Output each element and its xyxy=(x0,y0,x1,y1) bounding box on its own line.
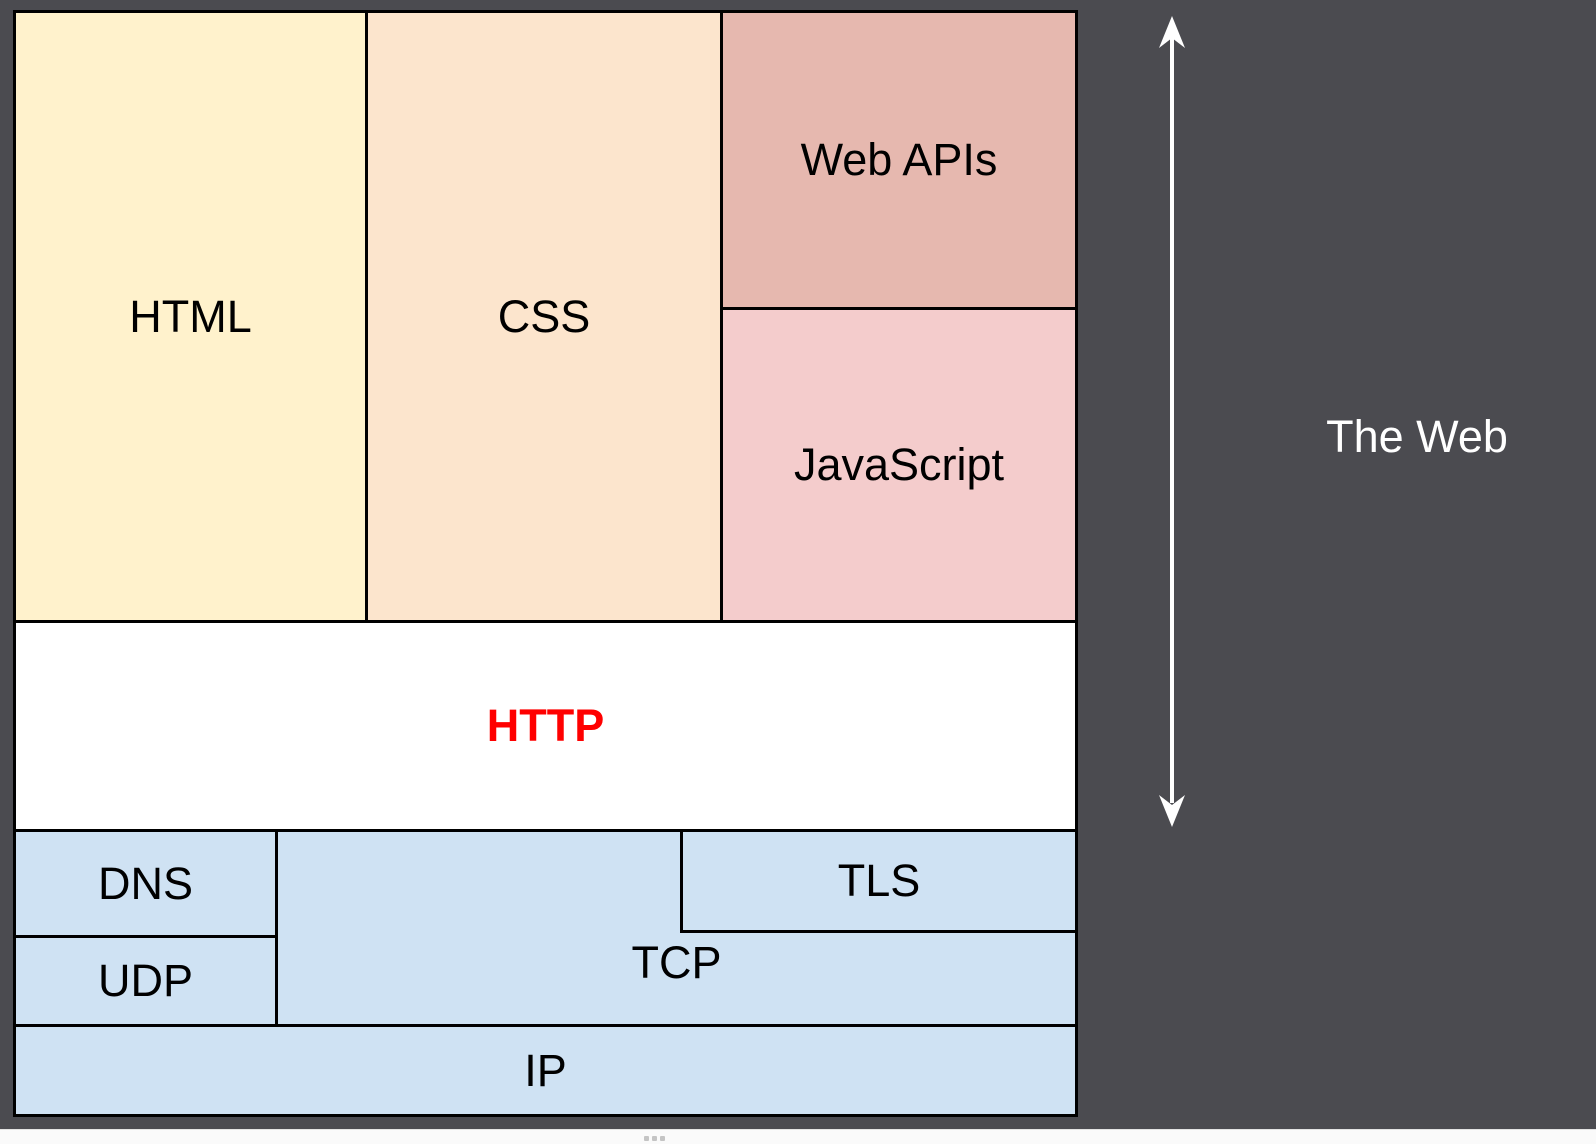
the-web-label: The Web xyxy=(1326,411,1508,462)
ip-label: IP xyxy=(524,1044,567,1096)
javascript-label: JavaScript xyxy=(793,439,1005,490)
html-label: HTML xyxy=(129,290,252,342)
http-label: HTTP xyxy=(486,700,605,751)
css-label: CSS xyxy=(497,290,591,342)
dns-box: DNS xyxy=(13,829,278,938)
tls-label: TLS xyxy=(837,855,921,906)
udp-box: UDP xyxy=(13,935,278,1027)
udp-label: UDP xyxy=(97,955,193,1006)
dns-label: DNS xyxy=(97,857,193,909)
css-box: CSS xyxy=(365,10,723,623)
drag-handle[interactable] xyxy=(644,1136,665,1141)
javascript-box: JavaScript xyxy=(720,307,1078,623)
ip-box: IP xyxy=(13,1024,1078,1117)
drag-handle-dot xyxy=(644,1136,649,1141)
http-box: HTTP xyxy=(13,620,1078,832)
web-apis-box: Web APIs xyxy=(720,10,1078,310)
web-apis-label: Web APIs xyxy=(800,134,998,185)
drag-handle-dot xyxy=(660,1136,665,1141)
double-arrow-icon xyxy=(1150,14,1194,829)
html-box: HTML xyxy=(13,10,368,623)
tcp-label: TCP xyxy=(631,937,722,988)
bottom-strip xyxy=(0,1129,1596,1144)
drag-handle-dot xyxy=(652,1136,657,1141)
tls-box: TLS xyxy=(680,829,1078,933)
